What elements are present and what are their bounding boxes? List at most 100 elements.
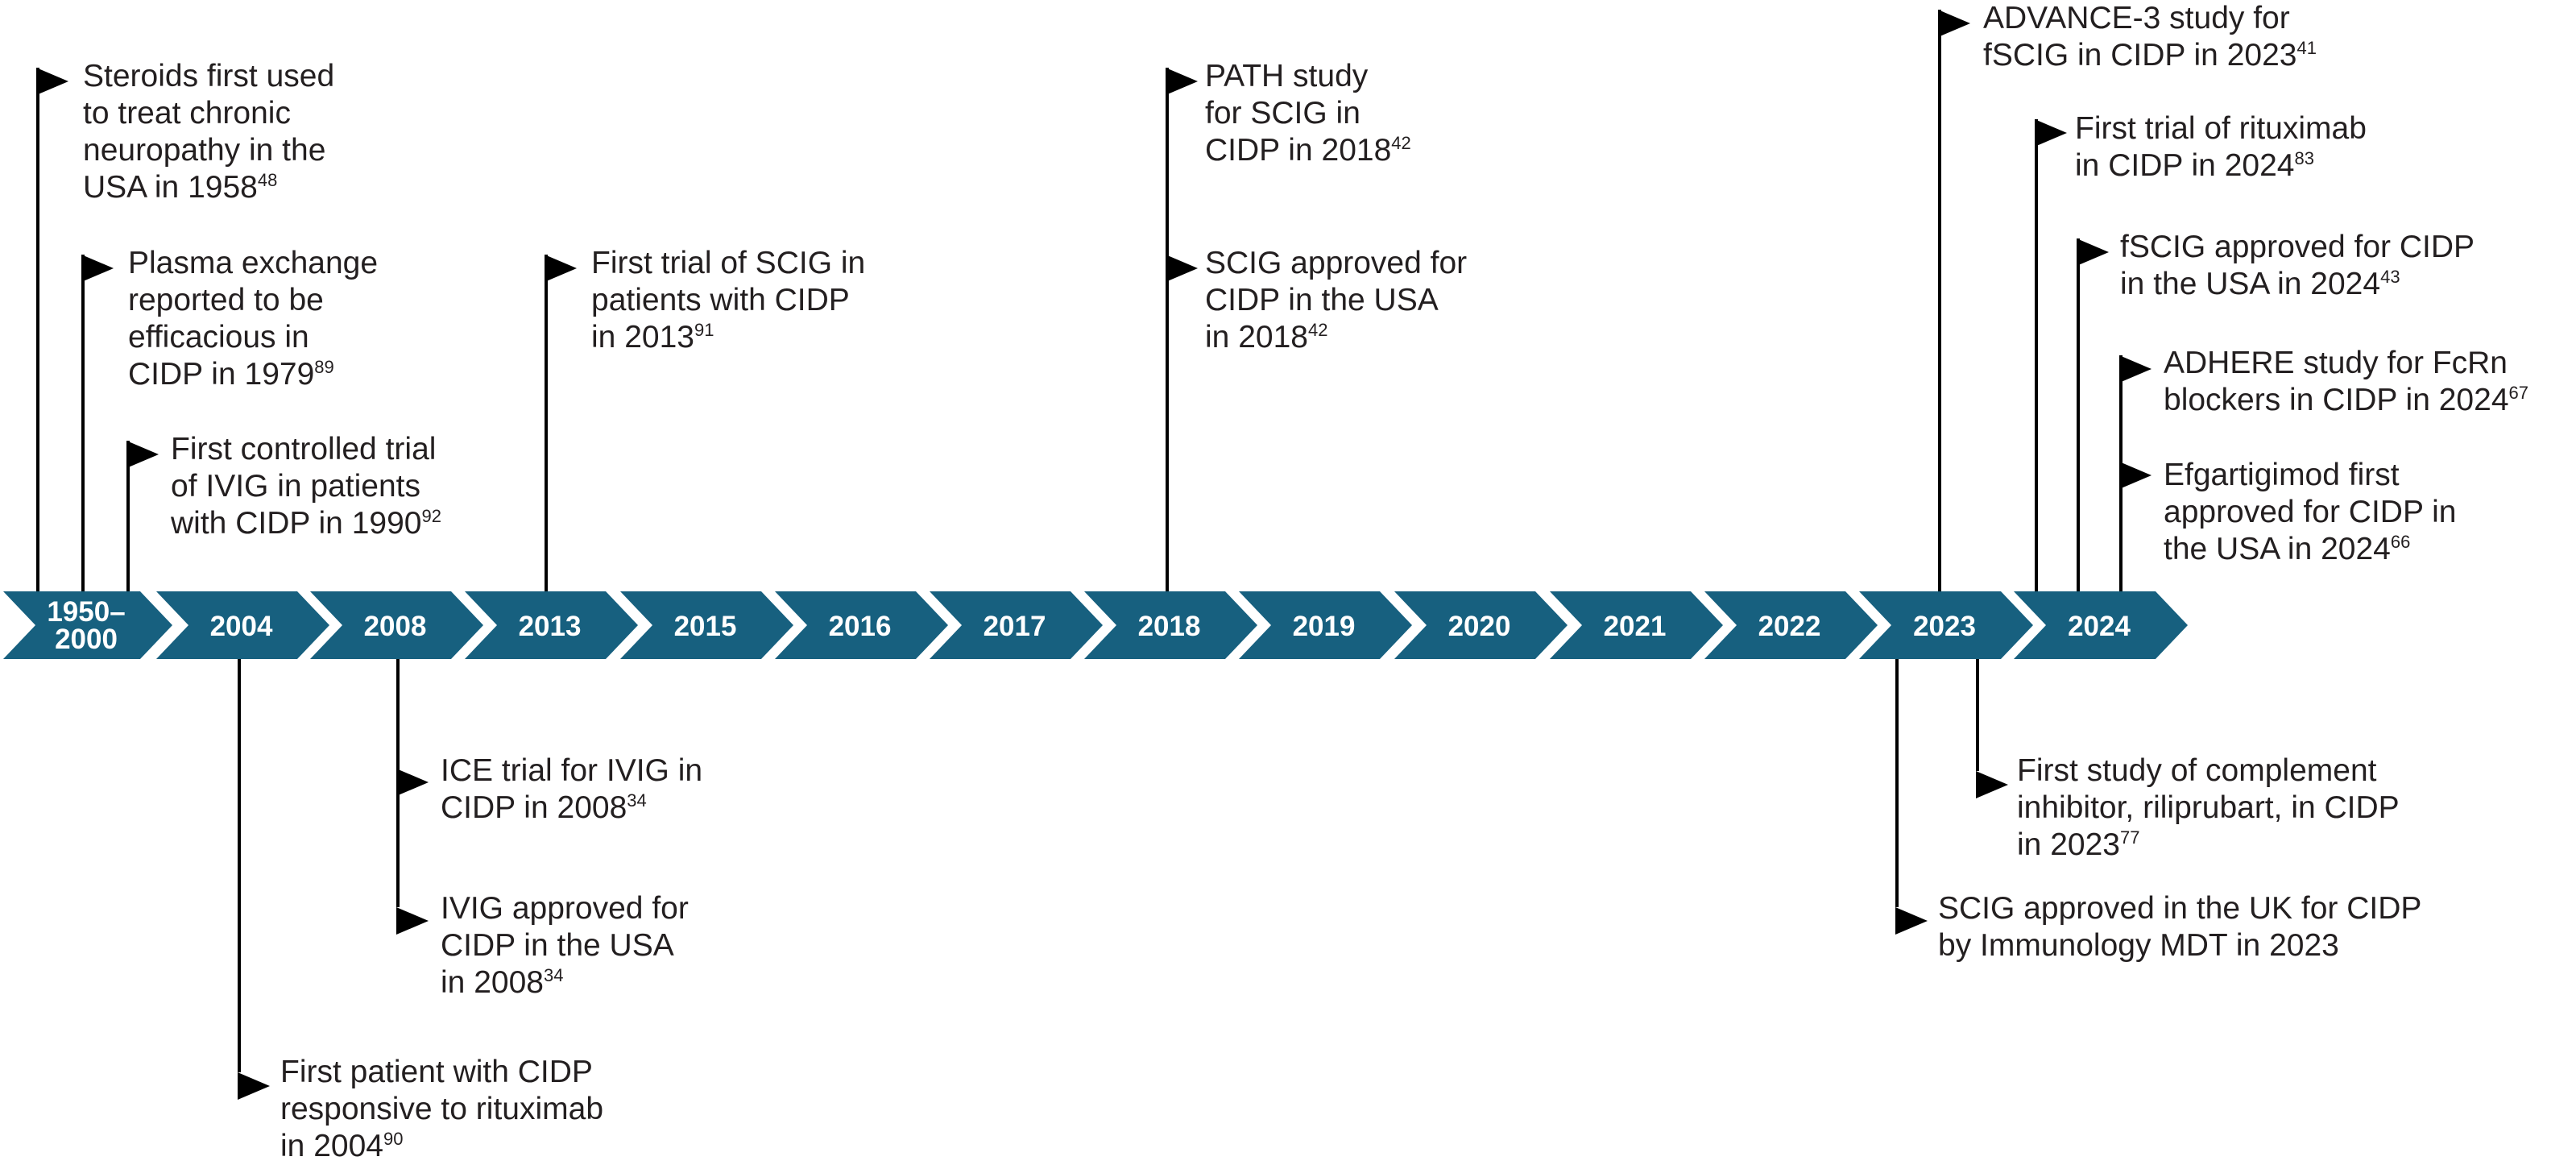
year-chevron-2018: 2018 <box>1084 591 1257 659</box>
event-text-line: ADVANCE-3 study for <box>1983 1 2290 35</box>
event-text-line: in 2018 <box>1205 320 1308 354</box>
event-text-line: First patient with CIDP <box>280 1055 593 1089</box>
flag-icon <box>396 907 429 935</box>
event-text-line: Plasma exchange <box>128 246 379 280</box>
flag-icon <box>126 441 159 468</box>
event-text-line: in 2008 <box>441 965 544 1000</box>
year-label: 2015 <box>674 611 737 642</box>
event-text-line: efficacious in <box>128 320 309 354</box>
event-text-line-with-ref: in 202377 <box>2017 827 2400 864</box>
reference-number: 77 <box>2119 827 2140 848</box>
event-text-line-with-ref: with CIDP in 199092 <box>171 505 441 542</box>
event-text-line: by Immunology MDT in 2023 <box>1938 928 2339 963</box>
year-label: 2024 <box>2068 611 2131 642</box>
event-text-line: First trial of SCIG in <box>591 246 866 280</box>
flag-icon <box>1166 255 1198 282</box>
event-text-line: reported to be <box>128 283 324 317</box>
event-text-line: neuropathy in the <box>83 133 326 168</box>
flag-icon <box>1895 907 1928 935</box>
flag-icon <box>238 1072 270 1100</box>
year-label: 2020 <box>1448 611 1511 642</box>
event-text-line: in 2023 <box>2017 827 2120 862</box>
event-text-line: to treat chronic <box>83 96 291 131</box>
reference-number: 42 <box>1391 133 1411 153</box>
flag-icon <box>81 255 114 282</box>
event-text-line: of IVIG in patients <box>171 469 421 504</box>
flag-icon <box>2035 119 2067 147</box>
year-chevron-2021: 2021 <box>1550 591 1723 659</box>
event-text-line: in 2013 <box>591 320 694 354</box>
event-text-line: approved for CIDP in <box>2164 495 2457 529</box>
event-text-line: in 2004 <box>280 1129 383 1163</box>
event-text-line: SCIG approved in the UK for CIDP <box>1938 891 2422 926</box>
event-text-line: CIDP in the USA <box>441 928 674 963</box>
year-chevron-2015: 2015 <box>620 591 793 659</box>
event-text-line: PATH study <box>1205 59 1369 93</box>
year-chevron-2023: 2023 <box>1859 591 2033 659</box>
event-text-line: inhibitor, riliprubart, in CIDP <box>2017 790 2400 825</box>
event-text-line: CIDP in 2008 <box>441 790 627 825</box>
event-text-line: First study of complement <box>2017 753 2377 788</box>
reference-number: 34 <box>627 790 647 811</box>
reference-number: 34 <box>543 965 564 985</box>
event-text-line-with-ref: USA in 195848 <box>83 169 334 206</box>
year-chevron-2016: 2016 <box>775 591 948 659</box>
flag-icon <box>396 769 429 796</box>
event-text-line-with-ref: in CIDP in 202483 <box>2075 147 2367 184</box>
event-text-line: SCIG approved for <box>1205 246 1468 280</box>
reference-number: 66 <box>2390 532 2411 552</box>
event-text-line: responsive to rituximab <box>280 1092 604 1126</box>
year-chevron-2004: 2004 <box>156 591 329 659</box>
event-text-line-with-ref: in 200834 <box>441 964 689 1001</box>
event-text-line: patients with CIDP <box>591 283 850 317</box>
reference-number: 90 <box>383 1129 404 1149</box>
event-text-line-with-ref: CIDP in 201842 <box>1205 132 1411 169</box>
event-text-line: ICE trial for IVIG in <box>441 753 703 788</box>
flag-icon <box>545 255 577 282</box>
year-label: 2019 <box>1293 611 1356 642</box>
flag-icon <box>1166 68 1198 95</box>
reference-number: 92 <box>421 506 441 526</box>
event-text-line: IVIG approved for <box>441 891 689 926</box>
event-text-line: in the USA in 2024 <box>2120 267 2381 301</box>
event-text-line-with-ref: CIDP in 197989 <box>128 356 378 393</box>
year-chevron-2008: 2008 <box>310 591 483 659</box>
event-text-line: CIDP in 2018 <box>1205 133 1392 168</box>
year-chevron-2024: 2024 <box>2014 591 2188 659</box>
flag-icon <box>2119 462 2151 489</box>
event-text-line-with-ref: blockers in CIDP in 202467 <box>2164 382 2528 419</box>
event-text-line-with-ref: in 201391 <box>591 319 865 356</box>
reference-number: 41 <box>2296 38 2317 58</box>
year-label: 2021 <box>1604 611 1667 642</box>
reference-number: 89 <box>314 357 334 377</box>
year-label: 2000 <box>55 624 118 655</box>
reference-number: 42 <box>1307 320 1328 340</box>
reference-number: 83 <box>2294 148 2314 168</box>
flag-icon <box>2119 355 2151 383</box>
flag-icon <box>36 68 68 95</box>
flag-icon <box>1976 771 2008 798</box>
year-label: 1950– <box>47 596 125 628</box>
reference-number: 67 <box>2508 383 2528 403</box>
year-chevron-2019: 2019 <box>1239 591 1412 659</box>
event-text-line-with-ref: in 201842 <box>1205 319 1467 356</box>
event-text-line: Efgartigimod first <box>2164 458 2400 492</box>
year-label: 2008 <box>364 611 427 642</box>
event-text-line-with-ref: fSCIG in CIDP in 202341 <box>1983 37 2317 74</box>
event-text-line: blockers in CIDP in 2024 <box>2164 383 2509 417</box>
event-text-line: CIDP in the USA <box>1205 283 1439 317</box>
event-text-line: for SCIG in <box>1205 96 1360 131</box>
year-label: 2022 <box>1758 611 1821 642</box>
event-text-line: First trial of rituximab <box>2075 111 2367 146</box>
